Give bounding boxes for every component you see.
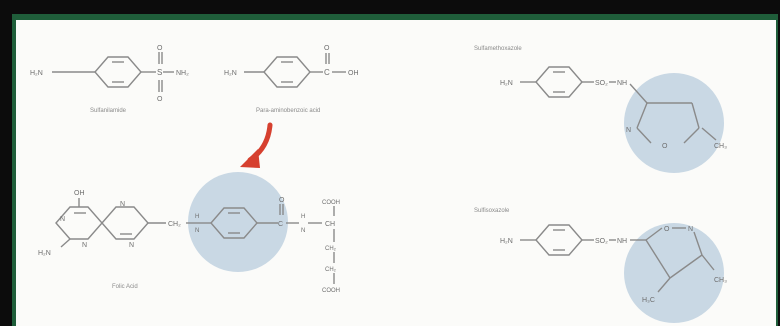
sulfisoxazole-nh: NH — [617, 238, 627, 245]
folic-n-h: H — [195, 214, 199, 220]
folic-cooh-top: COOH — [322, 200, 340, 206]
sulfisoxazole-ch3: CH₃ — [714, 277, 727, 284]
folic-n: N — [195, 228, 199, 234]
highlight-circle-sulfamethoxazole — [624, 73, 724, 173]
sulfamethoxazole-n: N — [626, 127, 631, 134]
folic-ring-n4: N — [129, 242, 134, 249]
paba-oh: OH — [348, 70, 359, 77]
red-arrow — [240, 122, 273, 168]
sulfisoxazole-label: Sulfisoxazole — [474, 208, 510, 214]
folic-acid-structure — [55, 198, 335, 284]
folic-amide-n: N — [301, 228, 305, 234]
folic-c: C — [278, 221, 283, 228]
sulfamethoxazole-h2n: H₂N — [500, 80, 513, 87]
folic-ch2: CH₂ — [168, 221, 181, 228]
folic-ch2-a: CH₂ — [325, 246, 337, 252]
sulfamethoxazole-o: O — [662, 143, 668, 150]
sulfisoxazole-structure — [520, 224, 715, 293]
sulfisoxazole-so2: SO₂ — [595, 238, 608, 245]
sulfamethoxazole-structure — [520, 66, 717, 144]
folic-h2n: H₂N — [38, 250, 51, 257]
sulfisoxazole-h2n: H₂N — [500, 238, 513, 245]
sulfanilamide-structure — [52, 52, 174, 92]
paba-o: O — [324, 45, 330, 52]
sulfanilamide-s: S — [157, 68, 162, 77]
sulfisoxazole-h3c: H₃C — [642, 297, 655, 304]
folic-acid-label: Folic Acid — [112, 284, 138, 290]
paba-c: C — [324, 68, 330, 77]
sulfamethoxazole-label: Sulfamethoxazole — [474, 46, 522, 52]
folic-ring-n2: N — [82, 242, 87, 249]
highlight-circle-folic — [188, 172, 288, 272]
sulfisoxazole-n: N — [688, 226, 693, 233]
chemical-structures-diagram: H₂N S O O NH₂ Sulfanilamide H₂N C O OH P… — [30, 45, 727, 323]
folic-cooh-bottom: COOH — [322, 288, 340, 294]
folic-amide-h: H — [301, 214, 305, 220]
sulfanilamide-o-bottom: O — [157, 96, 163, 103]
diagram-panel: H₂N S O O NH₂ Sulfanilamide H₂N C O OH P… — [16, 20, 776, 326]
paba-h2n: H₂N — [224, 70, 237, 77]
sulfisoxazole-o: O — [664, 226, 670, 233]
folic-ring-n3: N — [120, 201, 125, 208]
folic-ch2-b: CH₂ — [325, 267, 337, 273]
paba-structure — [244, 53, 346, 88]
sulfamethoxazole-ch3: CH₃ — [714, 143, 727, 150]
paba-label: Para-aminobenzoic acid — [256, 108, 320, 114]
highlight-circle-sulfisoxazole — [624, 223, 724, 323]
sulfamethoxazole-nh: NH — [617, 80, 627, 87]
folic-oh: OH — [74, 190, 85, 197]
sulfanilamide-o-top: O — [157, 45, 163, 52]
sulfamethoxazole-so2: SO₂ — [595, 80, 608, 87]
folic-ch: CH — [325, 221, 335, 228]
folic-o: O — [279, 197, 285, 204]
sulfanilamide-nh2: NH₂ — [176, 70, 189, 77]
sulfanilamide-label: Sulfanilamide — [90, 108, 127, 114]
folic-ring-n1: N — [60, 216, 65, 223]
sulfanilamide-h2n: H₂N — [30, 70, 43, 77]
